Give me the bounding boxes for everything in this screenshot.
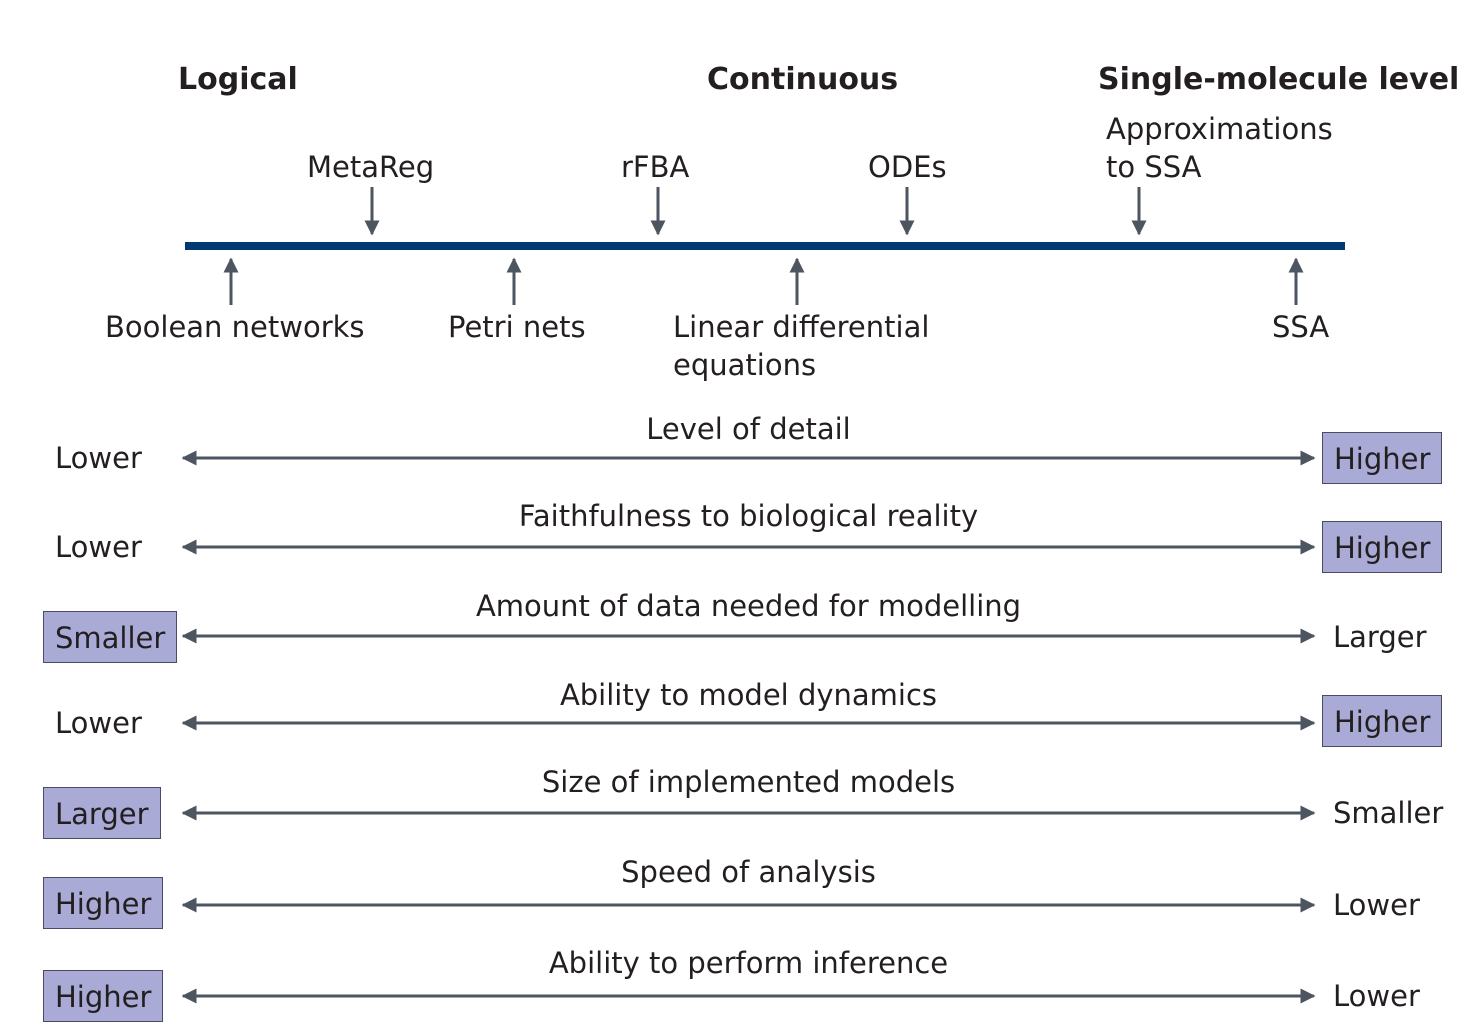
- method-approximations-to-ssa: Approximations to SSA: [1106, 112, 1333, 184]
- comparison-left-label: Lower: [55, 530, 142, 564]
- comparison-right-label: Lower: [1333, 888, 1420, 922]
- comparison-left-label: Higher: [43, 970, 164, 1022]
- comparison-right-label: Lower: [1333, 979, 1420, 1013]
- comparison-left-label: Lower: [55, 706, 142, 740]
- category-logical: Logical: [178, 62, 298, 97]
- method-boolean-networks: Boolean networks: [105, 310, 365, 344]
- method-odes: ODEs: [868, 150, 947, 184]
- comparison-title: Level of detail: [646, 412, 851, 446]
- comparison-right-label: Higher: [1322, 695, 1443, 747]
- comparison-right-label: Larger: [1333, 620, 1427, 654]
- method-rfba: rFBA: [621, 150, 690, 184]
- comparison-title: Amount of data needed for modelling: [475, 589, 1022, 623]
- comparison-left-label: Lower: [55, 441, 142, 475]
- comparison-title: Size of implemented models: [541, 765, 956, 799]
- method-linear-differential-equations: Linear differential equations: [673, 310, 930, 382]
- comparison-left-label: Smaller: [43, 611, 178, 663]
- comparison-title: Ability to model dynamics: [559, 678, 938, 712]
- comparison-title: Ability to perform inference: [548, 946, 949, 980]
- comparison-left-label: Larger: [43, 787, 161, 839]
- method-metareg: MetaReg: [307, 150, 435, 184]
- comparison-right-label: Smaller: [1333, 796, 1444, 830]
- category-single-molecule: Single-molecule level: [1098, 62, 1460, 97]
- comparison-title: Speed of analysis: [621, 855, 876, 889]
- method-ssa: SSA: [1272, 310, 1330, 344]
- comparison-right-label: Higher: [1322, 521, 1443, 573]
- method-petri-nets: Petri nets: [448, 310, 586, 344]
- category-continuous: Continuous: [707, 62, 899, 97]
- comparison-right-label: Higher: [1322, 432, 1443, 484]
- comparison-title: Faithfulness to biological reality: [518, 499, 979, 533]
- comparison-left-label: Higher: [43, 877, 164, 929]
